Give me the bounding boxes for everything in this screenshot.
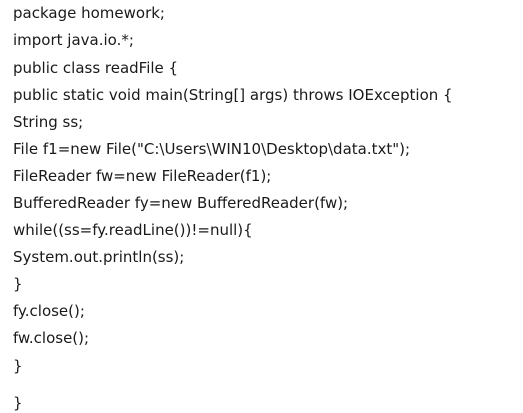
code-line-close-brace-class: } bbox=[13, 394, 23, 412]
code-line-class-declaration: public class readFile { bbox=[13, 59, 179, 77]
code-line-close-brace-method: } bbox=[13, 357, 23, 375]
code-line-close-brace-while: } bbox=[13, 275, 23, 293]
code-block: package homework; import java.io.*; publ… bbox=[13, 0, 513, 412]
code-line-main-method: public static void main(String[] args) t… bbox=[13, 86, 453, 104]
code-line-fy-close: fy.close(); bbox=[13, 302, 85, 320]
code-line-filereader: FileReader fw=new FileReader(f1); bbox=[13, 167, 272, 185]
code-line-println: System.out.println(ss); bbox=[13, 248, 185, 266]
code-line-bufferedreader: BufferedReader fy=new BufferedReader(fw)… bbox=[13, 194, 349, 212]
code-line-string-declaration: String ss; bbox=[13, 113, 84, 131]
code-line-while-loop: while((ss=fy.readLine())!=null){ bbox=[13, 221, 253, 239]
code-line-file-declaration: File f1=new File("C:\Users\WIN10\Desktop… bbox=[13, 140, 411, 158]
code-line-package: package homework; bbox=[13, 4, 165, 22]
code-line-import: import java.io.*; bbox=[13, 31, 134, 49]
code-line-fw-close: fw.close(); bbox=[13, 329, 90, 347]
